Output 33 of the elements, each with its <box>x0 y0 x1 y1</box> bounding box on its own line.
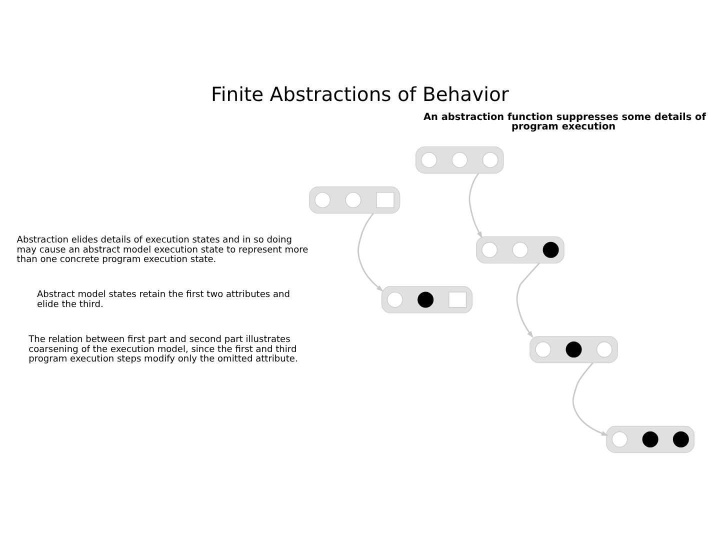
node-circle <box>421 152 438 168</box>
node-box <box>376 192 394 208</box>
arrow <box>468 172 482 238</box>
node-circle <box>386 291 403 308</box>
node-circle <box>612 430 628 447</box>
label: Abstraction elides details of execution states and in so doing may cause an abstract model execution state to represent more than one concrete program execution state. <box>16 235 308 265</box>
node-dot <box>566 341 582 358</box>
node-circle <box>512 241 528 258</box>
node-circle <box>314 192 331 208</box>
node-dot <box>542 241 559 258</box>
arrow <box>572 362 608 436</box>
node-circle <box>482 152 498 168</box>
label: Abstract model states retain the first two attributes and elide the third. <box>36 290 290 310</box>
diagram-title: Finite Abstractions of Behavior <box>211 82 509 106</box>
arrow <box>516 262 540 338</box>
cluster <box>606 425 694 452</box>
node-dot <box>418 291 434 308</box>
node-circle <box>482 241 498 258</box>
label: An abstraction function suppresses some details of program execution <box>423 111 706 132</box>
node-circle <box>452 152 468 168</box>
node-circle <box>535 341 552 358</box>
arrow <box>358 212 384 292</box>
node-box <box>448 291 467 308</box>
cluster <box>476 236 564 263</box>
node-dot <box>642 430 658 447</box>
node-circle <box>596 341 612 358</box>
cluster <box>415 146 504 174</box>
node-dot <box>672 430 689 447</box>
cluster <box>381 286 473 313</box>
node-circle <box>345 192 362 208</box>
label: The relation between first part and second part illustrates coarsening of the execution model, since the first and third program execution steps modify only the omitted attribute. <box>28 334 298 364</box>
cluster <box>530 335 618 363</box>
cluster <box>309 186 400 214</box>
